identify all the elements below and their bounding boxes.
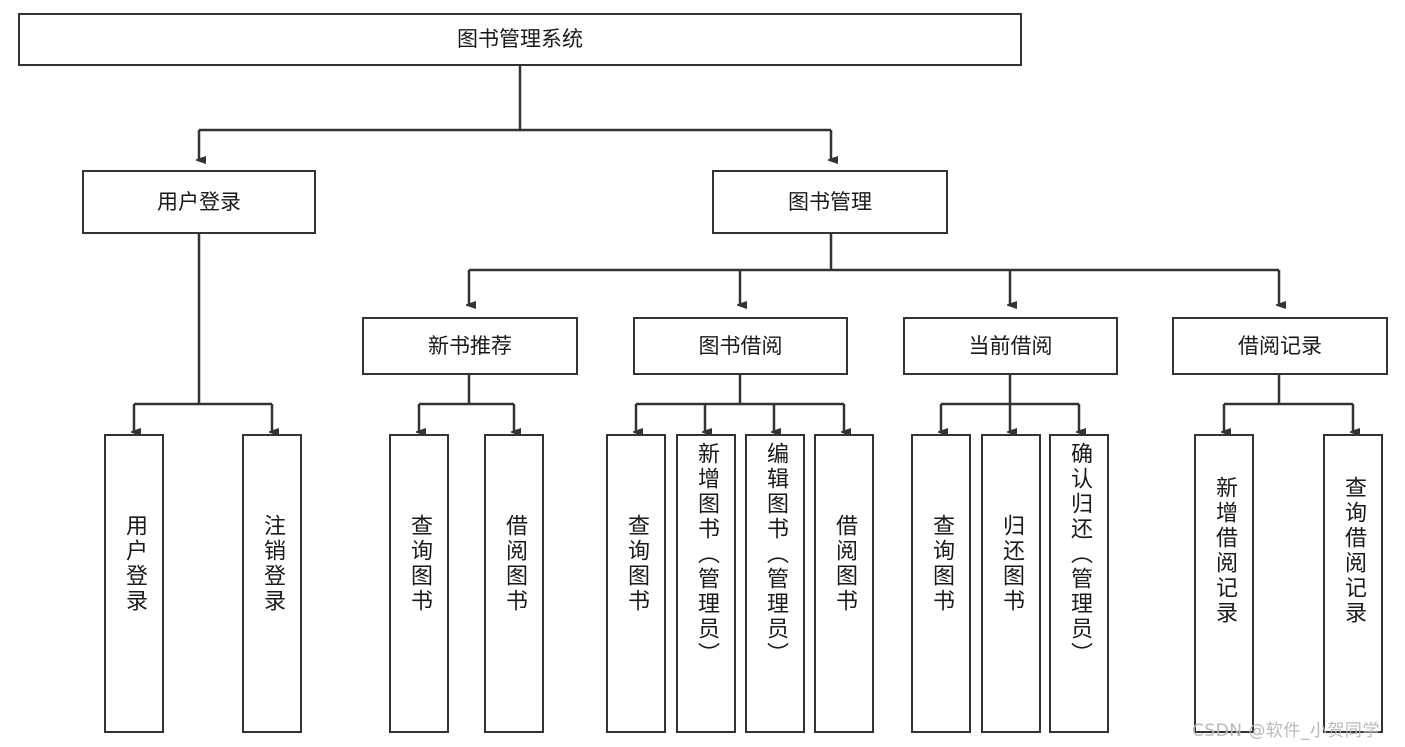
leaf-query-record-label: 查询借阅记录 bbox=[1341, 476, 1366, 626]
leaf-user-login[interactable]: 用户登录 bbox=[104, 434, 164, 733]
leaf-query-book-3[interactable]: 查询图书 bbox=[911, 434, 971, 733]
leaf-user-logout[interactable]: 注销登录 bbox=[242, 434, 302, 733]
node-current-borrow[interactable]: 当前借阅 bbox=[903, 317, 1118, 375]
leaf-confirm-return-label: 确认归还（管理员） bbox=[1067, 442, 1092, 667]
node-root-label: 图书管理系统 bbox=[457, 27, 583, 52]
leaf-add-book[interactable]: 新增图书（管理员） bbox=[676, 434, 736, 733]
leaf-edit-book-label: 编辑图书（管理员） bbox=[763, 442, 788, 667]
leaf-add-record[interactable]: 新增借阅记录 bbox=[1194, 434, 1254, 733]
leaf-query-book-2[interactable]: 查询图书 bbox=[606, 434, 666, 733]
leaf-query-book-2-label: 查询图书 bbox=[624, 514, 649, 614]
leaf-edit-book[interactable]: 编辑图书（管理员） bbox=[745, 434, 805, 733]
leaf-user-logout-label: 注销登录 bbox=[260, 514, 285, 614]
leaf-query-book-3-label: 查询图书 bbox=[929, 514, 954, 614]
leaf-borrow-book-2[interactable]: 借阅图书 bbox=[814, 434, 874, 733]
node-borrow-record-label: 借阅记录 bbox=[1238, 333, 1322, 358]
leaf-borrow-book-2-label: 借阅图书 bbox=[832, 514, 857, 614]
node-borrow-record[interactable]: 借阅记录 bbox=[1172, 317, 1388, 375]
leaf-add-book-label: 新增图书（管理员） bbox=[694, 442, 719, 667]
node-book-borrow[interactable]: 图书借阅 bbox=[633, 317, 848, 375]
node-book-manage-label: 图书管理 bbox=[788, 189, 872, 214]
leaf-user-login-label: 用户登录 bbox=[122, 514, 147, 614]
leaf-query-record[interactable]: 查询借阅记录 bbox=[1323, 434, 1383, 733]
leaf-borrow-book-1-label: 借阅图书 bbox=[502, 514, 527, 614]
leaf-query-book-1[interactable]: 查询图书 bbox=[389, 434, 449, 733]
leaf-borrow-book-1[interactable]: 借阅图书 bbox=[484, 434, 544, 733]
leaf-add-record-label: 新增借阅记录 bbox=[1212, 476, 1237, 626]
watermark: CSDN @软件_小贺同学 bbox=[1192, 721, 1380, 741]
node-user-login-label: 用户登录 bbox=[157, 189, 241, 214]
leaf-return-book-label: 归还图书 bbox=[999, 514, 1024, 614]
node-root[interactable]: 图书管理系统 bbox=[18, 13, 1022, 66]
leaf-return-book[interactable]: 归还图书 bbox=[981, 434, 1041, 733]
node-book-manage[interactable]: 图书管理 bbox=[712, 170, 948, 234]
node-book-borrow-label: 图书借阅 bbox=[698, 333, 783, 358]
node-current-borrow-label: 当前借阅 bbox=[968, 333, 1053, 358]
node-user-login[interactable]: 用户登录 bbox=[82, 170, 316, 234]
node-new-book-rec-label: 新书推荐 bbox=[428, 333, 512, 358]
leaf-query-book-1-label: 查询图书 bbox=[407, 514, 432, 614]
leaf-confirm-return[interactable]: 确认归还（管理员） bbox=[1049, 434, 1109, 733]
node-new-book-rec[interactable]: 新书推荐 bbox=[362, 317, 578, 375]
